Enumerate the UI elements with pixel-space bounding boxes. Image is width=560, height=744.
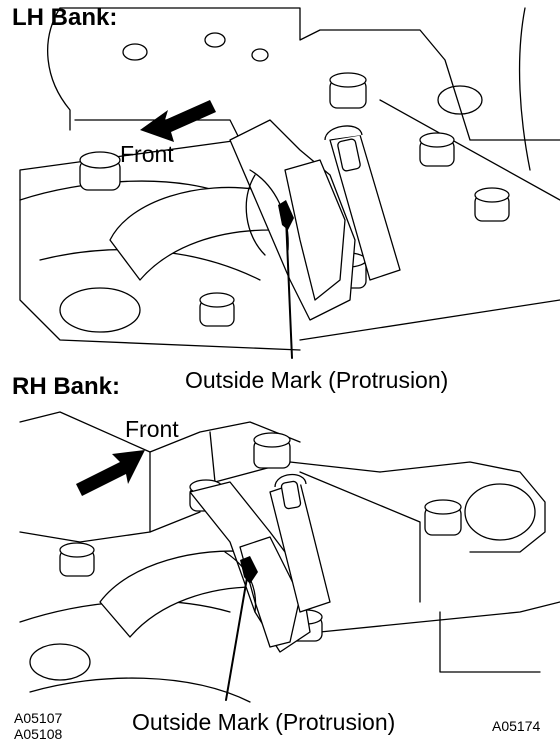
figure-code-left-bottom: A05108 bbox=[14, 726, 63, 742]
lh-bank-engine-drawing bbox=[19, 7, 560, 359]
figure-code-right: A05174 bbox=[492, 718, 541, 734]
lh-outside-mark bbox=[278, 200, 294, 230]
rh-connecting-rod bbox=[99, 473, 331, 653]
lh-front-label: Front bbox=[120, 141, 174, 167]
rh-outside-mark bbox=[240, 556, 258, 584]
rh-bank-heading: RH Bank: bbox=[12, 373, 121, 400]
figure-code-left-top: A05107 bbox=[14, 710, 63, 726]
rh-bank-panel: RH Bank: Front Outside Mark (Protrusion) bbox=[0, 372, 560, 744]
lh-callout-leader bbox=[285, 217, 293, 359]
rh-outside-mark-callout: Outside Mark (Protrusion) bbox=[132, 709, 396, 735]
lh-bank-heading: LH Bank: bbox=[12, 4, 118, 31]
lh-outside-mark-callout: Outside Mark (Protrusion) bbox=[185, 367, 449, 393]
rh-front-label: Front bbox=[125, 416, 179, 442]
rh-callout-leader bbox=[225, 571, 249, 701]
rh-bank-engine-drawing bbox=[19, 411, 560, 703]
rh-front-arrow bbox=[76, 450, 145, 496]
lh-connecting-rod bbox=[109, 119, 401, 321]
lh-front-arrow bbox=[140, 100, 216, 142]
lh-bank-panel: LH Bank: Front Outside Mark (Protrusion) bbox=[12, 4, 560, 393]
